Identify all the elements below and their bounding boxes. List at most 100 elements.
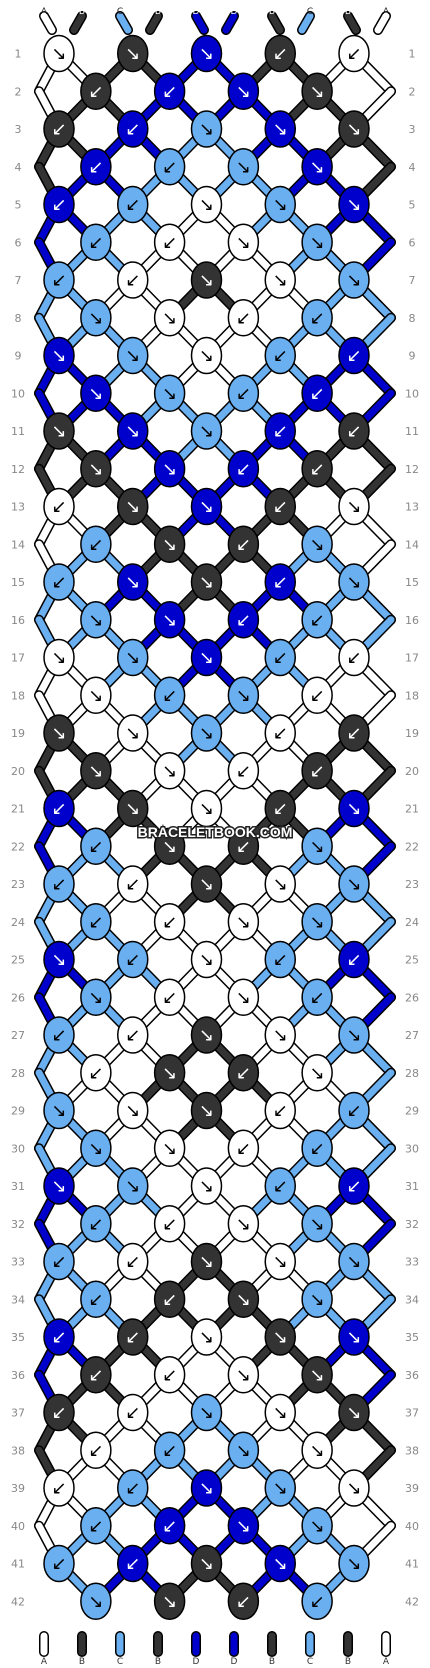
row-number-right: 22 (405, 840, 419, 853)
row-number-right: 3 (409, 123, 416, 136)
knot: ↘ (301, 1054, 333, 1092)
arrow-down-left-icon: ↙ (88, 1516, 103, 1537)
knot-ellipse (190, 714, 223, 752)
arrow-down-left-icon: ↙ (162, 987, 177, 1008)
knot-ellipse (190, 940, 223, 979)
knot: ↘ (301, 1507, 333, 1545)
arrow-down-right-icon: ↘ (199, 270, 214, 291)
row-number-left: 4 (15, 161, 22, 174)
knot-ellipse (117, 789, 149, 828)
knot-ellipse (338, 261, 370, 299)
knot: ↘ (80, 601, 112, 639)
row-number-right: 11 (405, 425, 419, 438)
knot: ↘ (338, 1544, 370, 1583)
row-number-left: 36 (11, 1369, 25, 1382)
arrow-down-right-icon: ↘ (346, 799, 361, 820)
knot: ↙ (153, 903, 186, 941)
knot-ellipse (264, 789, 296, 828)
knot-ellipse (117, 563, 149, 601)
row-number-left: 16 (11, 614, 25, 627)
knot-ellipse (190, 1318, 223, 1356)
row-number-left: 1 (15, 48, 22, 61)
knot: ↙ (80, 72, 112, 110)
knot-ellipse (117, 1544, 149, 1583)
knot-ellipse (117, 940, 149, 979)
knot-ellipse (190, 336, 223, 375)
knot-ellipse (338, 1167, 370, 1205)
arrow-down-left-icon: ↙ (273, 497, 288, 518)
knot-ellipse (43, 638, 75, 677)
knot: ↙ (338, 412, 370, 450)
row-number-left: 37 (11, 1407, 25, 1420)
knot: ↘ (338, 1469, 370, 1507)
knot-ellipse (338, 940, 370, 979)
knot: ↙ (227, 525, 260, 563)
knot-ellipse (190, 1091, 223, 1130)
arrow-down-right-icon: ↘ (236, 987, 251, 1008)
row-number-right: 26 (405, 991, 419, 1004)
knot-ellipse (338, 638, 370, 677)
arrow-down-right-icon: ↘ (88, 610, 103, 631)
arrow-down-right-icon: ↘ (273, 1478, 288, 1499)
knot: ↙ (43, 1016, 75, 1054)
arrow-down-left-icon: ↙ (162, 1289, 177, 1310)
knot: ↘ (80, 450, 112, 488)
arrow-down-left-icon: ↙ (125, 1327, 140, 1348)
arrow-down-right-icon: ↘ (310, 1063, 325, 1084)
knot: ↘ (43, 940, 75, 979)
arrow-down-right-icon: ↘ (310, 912, 325, 933)
arrow-down-left-icon: ↙ (125, 1403, 140, 1424)
arrow-down-right-icon: ↘ (346, 1403, 361, 1424)
arrow-down-left-icon: ↙ (310, 308, 325, 329)
knot-ellipse (301, 1205, 333, 1243)
knot: ↘ (153, 525, 186, 563)
arrow-down-right-icon: ↘ (125, 572, 140, 593)
row-number-right: 28 (405, 1067, 419, 1080)
knot: ↘ (301, 1205, 333, 1243)
knot: ↘ (80, 676, 112, 714)
knot-ellipse (264, 1544, 296, 1583)
arrow-down-left-icon: ↙ (88, 232, 103, 253)
row-number-right: 33 (405, 1256, 419, 1269)
arrow-down-right-icon: ↘ (199, 874, 214, 895)
arrow-down-left-icon: ↙ (346, 44, 361, 65)
row-number-right: 30 (405, 1142, 419, 1155)
arrow-down-left-icon: ↙ (162, 1516, 177, 1537)
knot: ↘ (80, 978, 112, 1016)
arrow-down-right-icon: ↘ (346, 572, 361, 593)
arrow-down-left-icon: ↙ (125, 1554, 140, 1575)
knot: ↙ (227, 827, 260, 865)
knot: ↙ (227, 601, 260, 639)
arrow-down-right-icon: ↘ (236, 232, 251, 253)
row-number-right: 10 (405, 387, 419, 400)
arrow-down-right-icon: ↘ (88, 383, 103, 404)
knot-ellipse (190, 638, 223, 677)
knot: ↘ (43, 1167, 75, 1205)
arrow-down-right-icon: ↘ (346, 1252, 361, 1273)
arrow-down-left-icon: ↙ (162, 685, 177, 706)
knot: ↘ (153, 1582, 186, 1620)
knot-ellipse (153, 752, 186, 790)
knot: ↘ (301, 223, 333, 261)
arrow-down-right-icon: ↘ (346, 119, 361, 140)
knot-ellipse (227, 374, 260, 412)
strand-letter-bottom: B (345, 1657, 351, 1667)
arrow-down-left-icon: ↙ (273, 648, 288, 669)
knot: ↘ (264, 110, 296, 148)
arrow-down-right-icon: ↘ (236, 1365, 251, 1386)
knot-ellipse (227, 450, 260, 488)
knot: ↙ (301, 1582, 333, 1620)
knot: ↘ (80, 1582, 112, 1620)
row-number-left: 40 (11, 1520, 25, 1533)
knot-ellipse (43, 714, 75, 752)
strand-letter-bottom: C (307, 1657, 313, 1667)
knot: ↘ (190, 261, 223, 299)
knot-ellipse (301, 676, 333, 714)
knot-ellipse (227, 676, 260, 714)
arrow-down-left-icon: ↙ (88, 836, 103, 857)
knot: ↙ (153, 676, 186, 714)
knot-ellipse (264, 1393, 296, 1432)
knot-ellipse (117, 714, 149, 752)
knot: ↙ (80, 223, 112, 261)
knot: ↙ (301, 676, 333, 714)
